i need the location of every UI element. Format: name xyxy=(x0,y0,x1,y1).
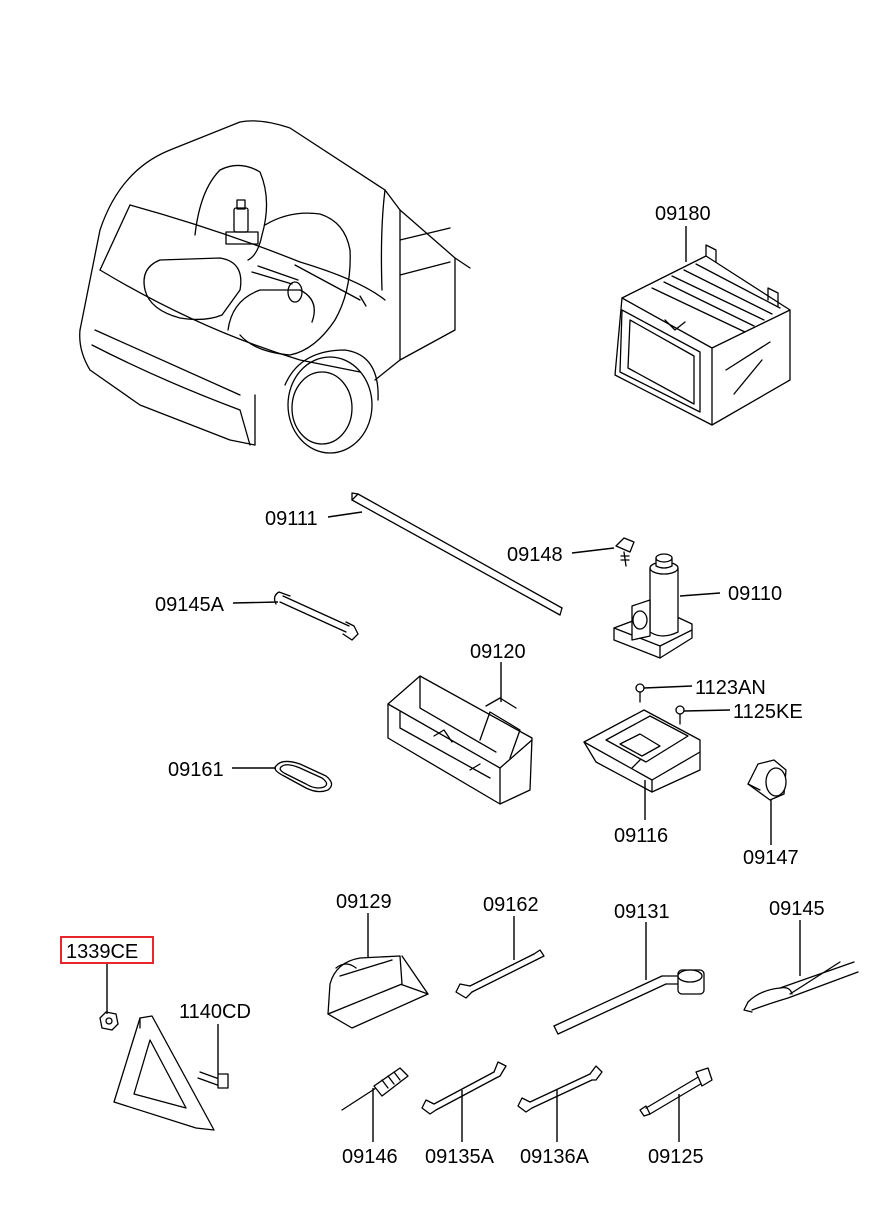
label-1125ke: 1125KE xyxy=(733,701,803,723)
label-09161: 09161 xyxy=(168,759,224,781)
part-labels: 09180 09111 09148 09110 09145A 09120 112… xyxy=(66,203,825,1168)
label-1123an: 1123AN xyxy=(695,677,766,699)
label-09136a: 09136A xyxy=(520,1146,590,1168)
tool-box-illustration xyxy=(614,244,791,426)
label-09148: 09148 xyxy=(507,544,563,566)
wrench-09136a-illustration xyxy=(517,1065,603,1113)
label-09135a: 09135A xyxy=(425,1146,495,1168)
strap-09161-illustration xyxy=(274,760,333,793)
socket-bar-09125-illustration xyxy=(639,1067,713,1117)
wrench-09135a-illustration xyxy=(421,1061,507,1115)
label-09145: 09145 xyxy=(769,898,825,920)
bottle-jack-illustration xyxy=(613,553,693,659)
label-09131: 09131 xyxy=(614,901,670,923)
wheel-wrench-09131-illustration xyxy=(553,969,705,1035)
clamp-09147-illustration xyxy=(747,759,787,801)
label-09146: 09146 xyxy=(342,1146,398,1168)
wrench-09145a-illustration xyxy=(273,591,359,641)
spanner-09162-illustration xyxy=(455,949,545,999)
leader-lines xyxy=(106,226,801,1142)
bolt-1123an-illustration xyxy=(635,683,645,703)
label-09125: 09125 xyxy=(648,1146,704,1168)
bolt-1125ke-illustration xyxy=(675,705,685,725)
warning-triangle-illustration xyxy=(113,1015,215,1131)
screwdriver-09146-illustration xyxy=(341,1067,409,1111)
long-bar-illustration xyxy=(351,492,563,616)
label-09162: 09162 xyxy=(483,894,539,916)
label-1140cd: 1140CD xyxy=(179,1001,251,1023)
wing-bolt-illustration xyxy=(615,537,635,567)
label-09120: 09120 xyxy=(470,641,526,663)
truck-cab-illustration xyxy=(79,120,471,454)
label-09180: 09180 xyxy=(655,203,711,225)
tray-09120-illustration xyxy=(387,675,533,805)
label-09147: 09147 xyxy=(743,847,799,869)
bolt-1140cd-illustration xyxy=(197,1071,229,1089)
nut-1339ce-illustration xyxy=(99,1011,119,1031)
bracket-09116-illustration xyxy=(583,709,701,793)
label-09129: 09129 xyxy=(336,891,392,913)
label-09110: 09110 xyxy=(728,583,782,605)
pliers-09145-illustration xyxy=(743,961,859,1013)
tool-bag-09129-illustration xyxy=(327,955,429,1029)
label-09116: 09116 xyxy=(614,825,668,847)
label-1339ce: 1339CE xyxy=(66,941,138,963)
highlight-box-1339ce xyxy=(60,936,154,964)
label-09111: 09111 xyxy=(265,508,318,530)
label-09145a: 09145A xyxy=(155,594,225,616)
